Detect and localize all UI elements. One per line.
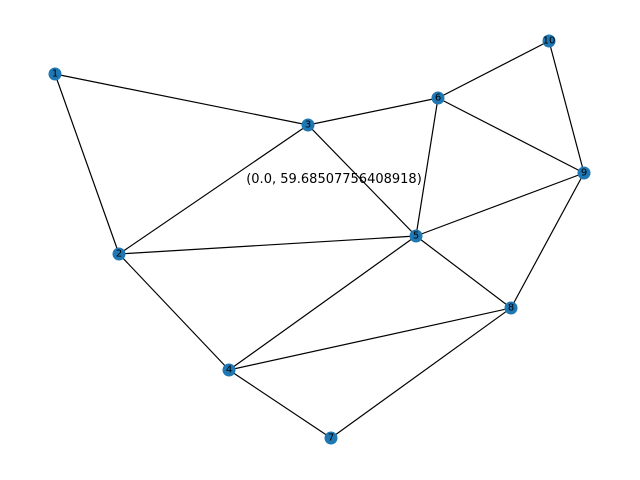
edge-7-8 xyxy=(330,307,512,439)
node-circle-6 xyxy=(431,91,445,105)
edge-5-8 xyxy=(415,235,512,309)
node-label-6: 6 xyxy=(435,93,441,104)
node-circle-4 xyxy=(222,363,236,377)
node-circle-8 xyxy=(504,301,518,315)
edge-6-9 xyxy=(437,97,585,174)
node-3: 3 xyxy=(301,118,315,132)
node-8: 8 xyxy=(504,301,518,315)
node-4: 4 xyxy=(222,363,236,377)
node-label-7: 7 xyxy=(328,433,334,444)
node-circle-3 xyxy=(301,118,315,132)
edge-1-2 xyxy=(54,73,120,255)
node-label-4: 4 xyxy=(226,365,232,376)
node-label-8: 8 xyxy=(508,303,514,314)
node-9: 9 xyxy=(577,166,591,180)
node-7: 7 xyxy=(324,431,338,445)
annotation-layer: (0.0, 59.68507756408918) xyxy=(246,172,422,187)
edge-label-3-5: (0.0, 59.68507756408918) xyxy=(246,172,422,187)
node-label-3: 3 xyxy=(305,120,311,131)
edges-layer xyxy=(54,40,585,439)
node-label-10: 10 xyxy=(543,36,556,47)
node-label-1: 1 xyxy=(52,69,58,80)
node-6: 6 xyxy=(431,91,445,105)
edge-6-10 xyxy=(437,40,550,99)
node-label-5: 5 xyxy=(413,231,419,242)
edge-1-3 xyxy=(54,73,309,126)
node-circle-10 xyxy=(542,34,556,48)
edge-2-5 xyxy=(118,235,417,255)
edge-8-9 xyxy=(510,172,585,309)
edge-4-8 xyxy=(228,307,512,371)
edge-3-5 xyxy=(307,124,417,237)
node-10: 10 xyxy=(542,34,556,48)
node-circle-5 xyxy=(409,229,423,243)
node-5: 5 xyxy=(409,229,423,243)
node-circle-9 xyxy=(577,166,591,180)
node-1: 1 xyxy=(48,67,62,81)
edge-2-4 xyxy=(118,253,230,371)
node-label-2: 2 xyxy=(116,249,122,260)
edge-5-6 xyxy=(415,97,439,237)
node-2: 2 xyxy=(112,247,126,261)
node-circle-2 xyxy=(112,247,126,261)
edge-4-5 xyxy=(228,235,417,371)
nodes-layer: 1 2 3 4 5 6 7 8 9 10 xyxy=(48,34,591,445)
edge-3-6 xyxy=(307,97,439,126)
node-label-9: 9 xyxy=(581,168,587,179)
edge-9-10 xyxy=(548,40,585,174)
node-circle-1 xyxy=(48,67,62,81)
node-circle-7 xyxy=(324,431,338,445)
edge-4-7 xyxy=(228,369,332,439)
edge-5-9 xyxy=(415,172,585,237)
edge-2-3 xyxy=(118,124,309,255)
